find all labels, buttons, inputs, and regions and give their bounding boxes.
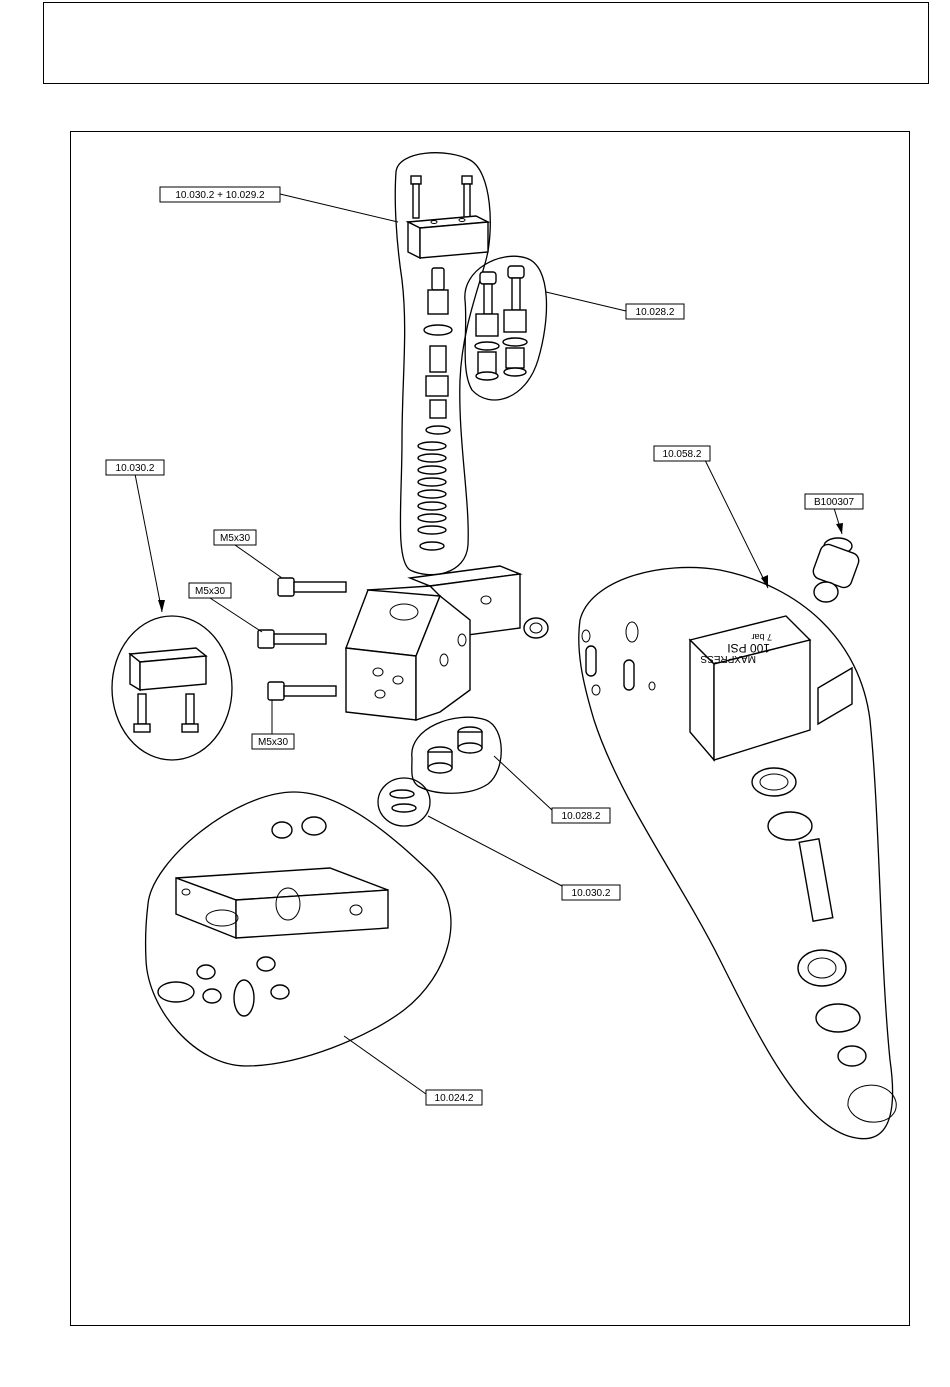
- top-screw-right: [462, 176, 472, 218]
- seals-group: [378, 778, 430, 826]
- callout-kit-top: 10.030.2 + 10.029.2: [160, 187, 280, 202]
- callout-screw-3: M5x30: [252, 734, 294, 749]
- seals-outline: [378, 778, 430, 826]
- top-block: [408, 216, 488, 258]
- valves-right-group: [465, 256, 547, 400]
- callout-kit-top-text: 10.030.2 + 10.029.2: [175, 190, 265, 201]
- regulator-kit-group: MAXPRESS 100 PSI 7 bar: [579, 567, 896, 1138]
- left-kit-screw-2: [182, 694, 198, 732]
- callout-kit-left-text: 10.030.2: [116, 463, 155, 474]
- gauge-value-text: 100 PSI: [727, 641, 770, 655]
- callout-valves-right-text: 10.028.2: [636, 307, 675, 318]
- left-kit-group: [112, 616, 232, 760]
- callout-base-kit: 10.024.2: [426, 1090, 482, 1105]
- gauge-block: MAXPRESS 100 PSI 7 bar: [690, 616, 810, 760]
- manifold-body: [346, 566, 520, 720]
- gauge-window: [818, 668, 852, 724]
- callout-caps-text: 10.028.2: [562, 811, 601, 822]
- callout-screw-2-text: M5x30: [195, 586, 225, 597]
- top-screw-left: [411, 176, 421, 218]
- left-kit-screw-1: [134, 694, 150, 732]
- callout-regulator-kit-text: 10.058.2: [663, 449, 702, 460]
- valve-stack: [424, 268, 452, 434]
- callout-valves-right: 10.028.2: [626, 304, 684, 319]
- callout-seals-text: 10.030.2: [572, 888, 611, 899]
- callout-fitting: B100307: [805, 494, 863, 509]
- caps-group: [412, 717, 501, 793]
- callout-screw-1: M5x30: [214, 530, 256, 545]
- regulator-parts: [752, 768, 896, 1122]
- fitting-part: [811, 538, 861, 602]
- callout-screw-3-text: M5x30: [258, 737, 288, 748]
- spring-stack: [418, 442, 446, 550]
- callout-screw-1-text: M5x30: [220, 533, 250, 544]
- screw-m5-3: [268, 682, 336, 700]
- screw-m5-2: [258, 630, 326, 648]
- base-plate: [176, 868, 388, 938]
- callout-caps: 10.028.2: [552, 808, 610, 823]
- base-kit-group: [146, 792, 451, 1066]
- gauge-unit-text: 7 bar: [751, 632, 772, 642]
- base-oring-2: [234, 980, 254, 1016]
- top-kit-group: [395, 153, 490, 575]
- body-nut: [524, 618, 548, 638]
- valve-left: [475, 272, 499, 380]
- screw-m5-1: [278, 578, 346, 596]
- left-kit-block: [130, 648, 206, 690]
- base-oring-1: [158, 982, 194, 1002]
- callout-kit-left: 10.030.2: [106, 460, 164, 475]
- callout-screw-2: M5x30: [189, 583, 231, 598]
- cap-2: [458, 727, 482, 753]
- callout-regulator-kit: 10.058.2: [654, 446, 710, 461]
- valve-right: [503, 266, 527, 376]
- callout-seals: 10.030.2: [562, 885, 620, 900]
- cap-1: [428, 747, 452, 773]
- left-kit-outline: [112, 616, 232, 760]
- caps-outline: [412, 717, 501, 793]
- callout-base-kit-text: 10.024.2: [435, 1093, 474, 1104]
- callout-fitting-text: B100307: [814, 497, 854, 508]
